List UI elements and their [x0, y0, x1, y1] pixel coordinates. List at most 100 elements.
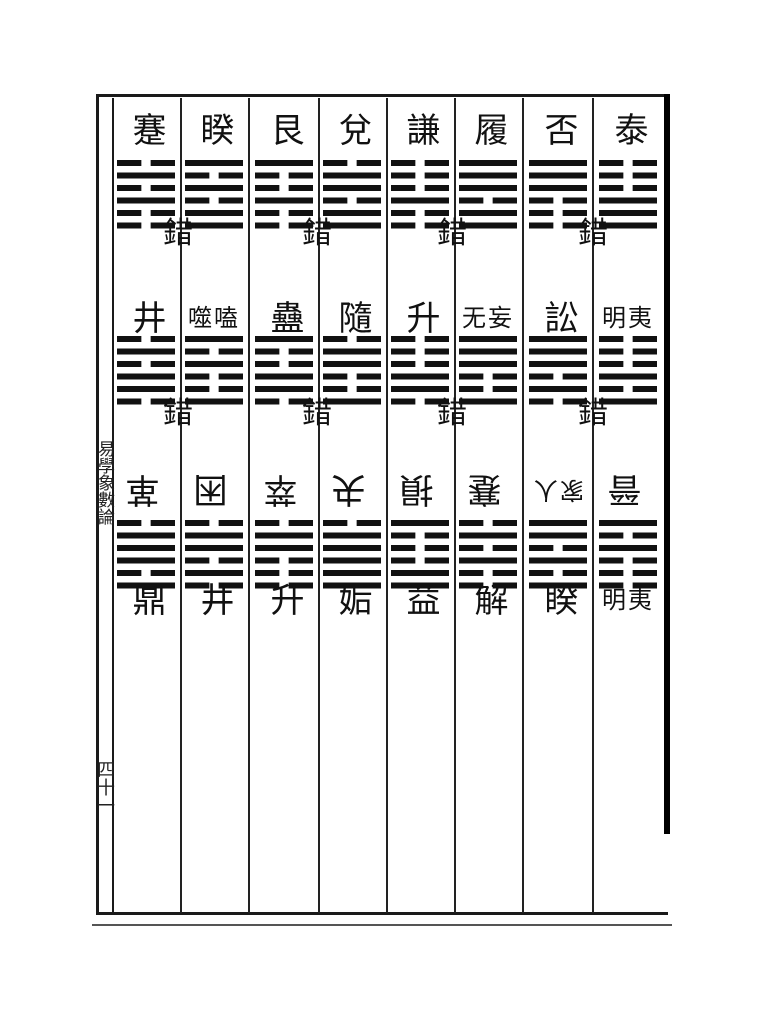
yin-line-segment [218, 520, 243, 526]
yang-line [459, 185, 517, 191]
yin-line-segment [424, 557, 449, 564]
yin-line-segment [150, 160, 175, 166]
yang-line [255, 160, 313, 166]
yin-line-segment [459, 582, 484, 589]
hexagram-name-middle: 升 [400, 300, 440, 334]
frame-top [96, 94, 668, 97]
yang-line [117, 582, 175, 589]
yin-line-segment [185, 348, 210, 355]
yang-line [117, 545, 175, 551]
hexagram-middle-symbol [459, 336, 517, 405]
yang-line [117, 348, 175, 355]
yang-line [529, 185, 587, 191]
yang-line [529, 582, 587, 589]
yang-line [459, 336, 517, 342]
hexagram-middle-symbol [391, 336, 449, 405]
yang-line [529, 172, 587, 179]
cuo-label: 錯 [437, 216, 467, 251]
hexagram-name-bottom: 井 [194, 582, 234, 616]
yin-line-segment [323, 386, 348, 392]
yang-line [117, 532, 175, 539]
yin-line-segment [599, 185, 624, 191]
yin-line-segment [459, 520, 484, 526]
column-divider [592, 98, 594, 913]
yin-line-segment [632, 172, 657, 179]
hexagram-middle-symbol [599, 336, 657, 405]
yin-line-segment [255, 570, 280, 576]
yang-line [323, 570, 381, 576]
yin-line-segment [150, 570, 175, 576]
hexagram-name-bottom: 升 [264, 582, 304, 616]
yin-line-segment [391, 222, 416, 229]
yin-line-segment [599, 172, 624, 179]
yin-line-segment [562, 197, 587, 204]
yin-line-segment [185, 197, 210, 204]
yang-line [185, 398, 243, 405]
yang-line [459, 222, 517, 229]
yin-line-segment [492, 545, 517, 551]
column-divider [454, 98, 456, 913]
yin-line-segment [356, 373, 381, 380]
yin-line-segment [424, 210, 449, 216]
yang-line [323, 361, 381, 367]
yin-line-segment [599, 160, 624, 166]
yang-line [255, 336, 313, 342]
yang-line [255, 197, 313, 204]
yin-line-segment [117, 398, 142, 405]
yang-line [117, 172, 175, 179]
yin-line-segment [492, 520, 517, 526]
yin-line-segment [632, 532, 657, 539]
yin-line-segment [632, 361, 657, 367]
yin-line-segment [599, 570, 624, 576]
yin-line-segment [218, 172, 243, 179]
yang-line [323, 222, 381, 229]
hexagram-name-bottom: 明夷 [602, 586, 654, 614]
cuo-label: 錯 [578, 396, 608, 431]
yang-line [459, 532, 517, 539]
yin-line-segment [562, 570, 587, 576]
hexagram-name-top: 蹇 [126, 112, 166, 146]
yin-line-segment [185, 557, 210, 564]
hexagram-top-symbol [117, 160, 175, 229]
yin-line-segment [117, 570, 142, 576]
yin-line-segment [255, 557, 280, 564]
hexagram-name-bottom-inverted: 夬 [332, 474, 372, 508]
yang-line [459, 172, 517, 179]
yin-line-segment [459, 373, 484, 380]
hexagram-middle-symbol [117, 336, 175, 405]
hexagram-middle-symbol [255, 336, 313, 405]
yang-line [391, 373, 449, 380]
hexagram-bottom-symbol [529, 520, 587, 589]
yin-line-segment [632, 185, 657, 191]
yin-line-segment [492, 197, 517, 204]
column-divider [318, 98, 320, 913]
yang-line [185, 361, 243, 367]
hexagram-name-bottom: 鼎 [126, 582, 166, 616]
yang-line [529, 557, 587, 564]
yin-line-segment [424, 222, 449, 229]
yang-line [185, 532, 243, 539]
yin-line-segment [323, 160, 348, 166]
hexagram-top-symbol [391, 160, 449, 229]
hexagram-top-symbol [185, 160, 243, 229]
yang-line [391, 386, 449, 392]
yang-line [599, 398, 657, 405]
hexagram-name-middle: 无妄 [462, 304, 514, 332]
yin-line-segment [218, 582, 243, 589]
yin-line-segment [424, 398, 449, 405]
yin-line-segment [150, 185, 175, 191]
yin-line-segment [288, 172, 313, 179]
yin-line-segment [424, 160, 449, 166]
yang-line [323, 532, 381, 539]
frame-left [96, 94, 99, 915]
yin-line-segment [391, 172, 416, 179]
yin-line-segment [599, 348, 624, 355]
yang-line [459, 361, 517, 367]
hexagram-name-bottom: 益 [400, 582, 440, 616]
hexagram-bottom-symbol [185, 520, 243, 589]
yang-line [459, 557, 517, 564]
yin-line-segment [459, 545, 484, 551]
yang-line [599, 545, 657, 551]
yin-line-segment [117, 520, 142, 526]
yin-line-segment [117, 222, 142, 229]
